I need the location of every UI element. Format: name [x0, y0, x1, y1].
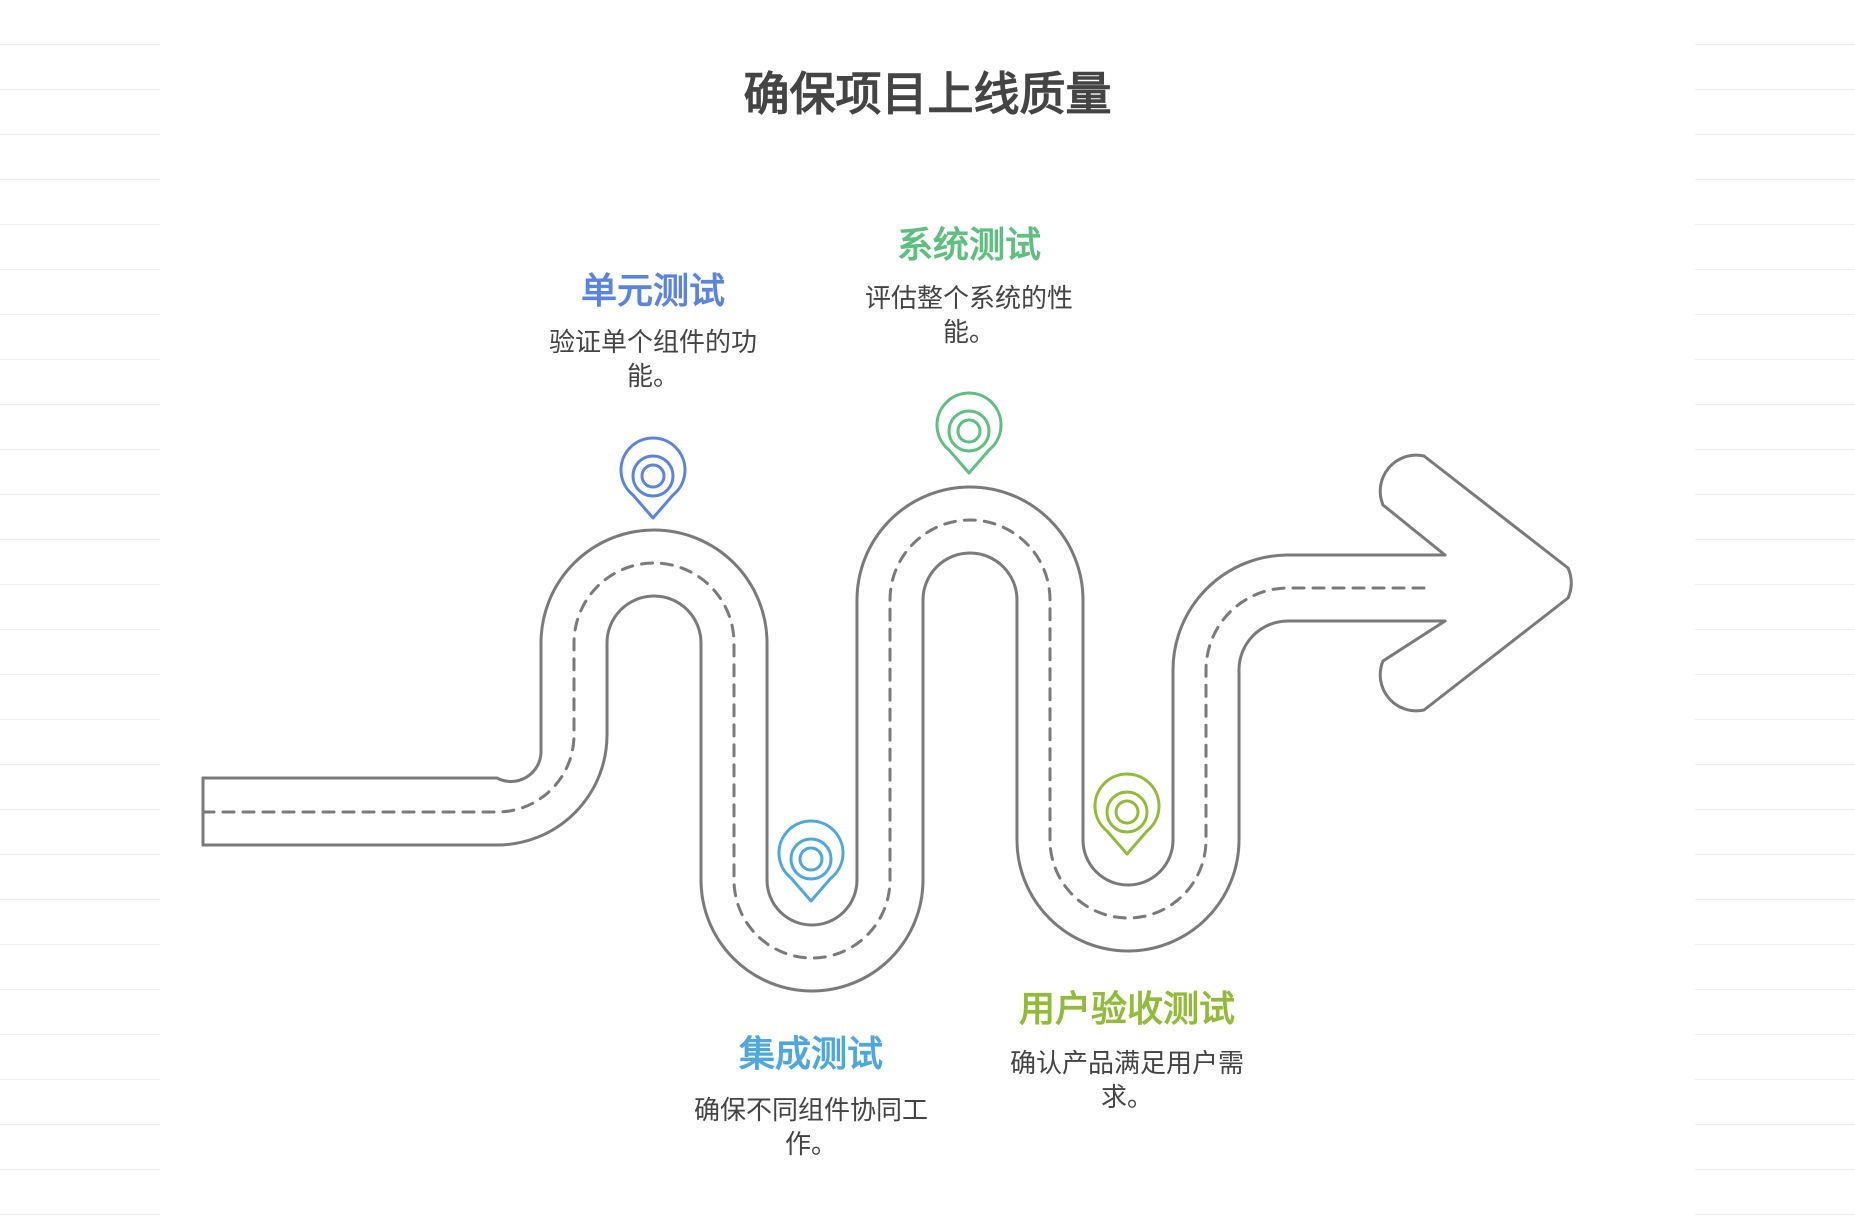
background-lines-left [0, 0, 160, 1218]
pins-layer [619, 391, 1161, 903]
location-pin-icon [935, 391, 1003, 475]
location-pin-icon [1093, 772, 1161, 856]
stage-desc-integration-test: 确保不同组件协同工作。 [693, 1096, 928, 1160]
stage-title-unit-test: 单元测试 [580, 271, 725, 312]
arrow-right-icon [1378, 453, 1573, 713]
road [201, 453, 1573, 993]
stage-desc-system-test: 评估整个系统的性能。 [864, 284, 1073, 348]
stage-desc-acceptance-test: 确认产品满足用户需求。 [1009, 1049, 1244, 1113]
road-inner-edge [201, 551, 1447, 993]
location-pin-icon [777, 819, 845, 903]
stage-title-integration-test: 集成测试 [738, 1034, 883, 1075]
stage-title-system-test: 系统测试 [896, 225, 1041, 266]
background-lines-right [1695, 0, 1855, 1218]
road-outer-edge [201, 485, 1447, 927]
diagram-canvas [160, 0, 1695, 1218]
road-center-dash [201, 518, 1434, 960]
stage-desc-unit-test: 验证单个组件的功能。 [548, 328, 757, 392]
location-pin-icon [619, 436, 687, 520]
stage-title-acceptance-test: 用户验收测试 [1018, 989, 1235, 1030]
diagram-title: 确保项目上线质量 [743, 67, 1112, 121]
